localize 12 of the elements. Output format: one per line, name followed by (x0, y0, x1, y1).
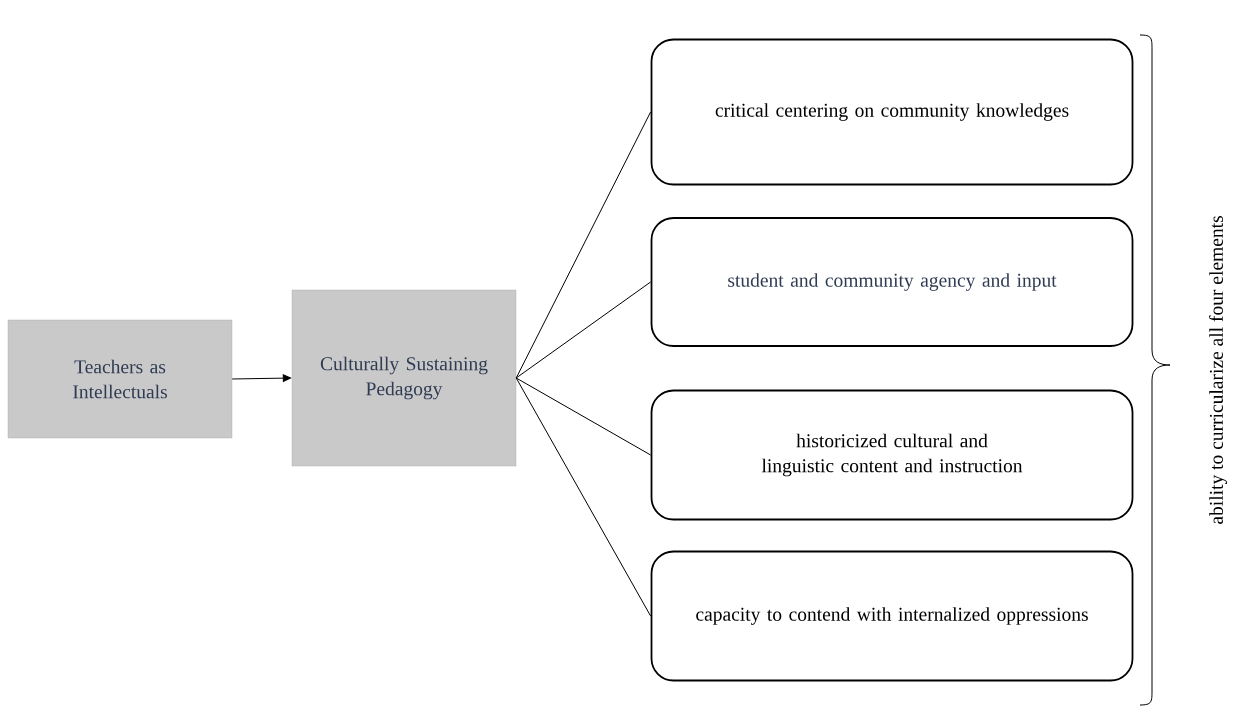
element-box: student and community agency and input (650, 217, 1134, 347)
connector-line (515, 111, 652, 379)
concept-box: Teachers as Intellectuals (7, 319, 233, 439)
brace-label: ability to curricularize all four elements (1209, 216, 1227, 524)
connector-line (515, 377, 652, 617)
connector-line (515, 281, 652, 379)
element-box: capacity to contend with internalized oppressions (650, 550, 1134, 682)
concept-box: Culturally Sustaining Pedagogy (291, 289, 517, 467)
connector-line (515, 377, 652, 456)
arrow (231, 374, 292, 382)
element-box: critical centering on community knowledges (650, 38, 1134, 186)
element-box: historicized cultural and linguistic content and instruction (650, 389, 1134, 521)
